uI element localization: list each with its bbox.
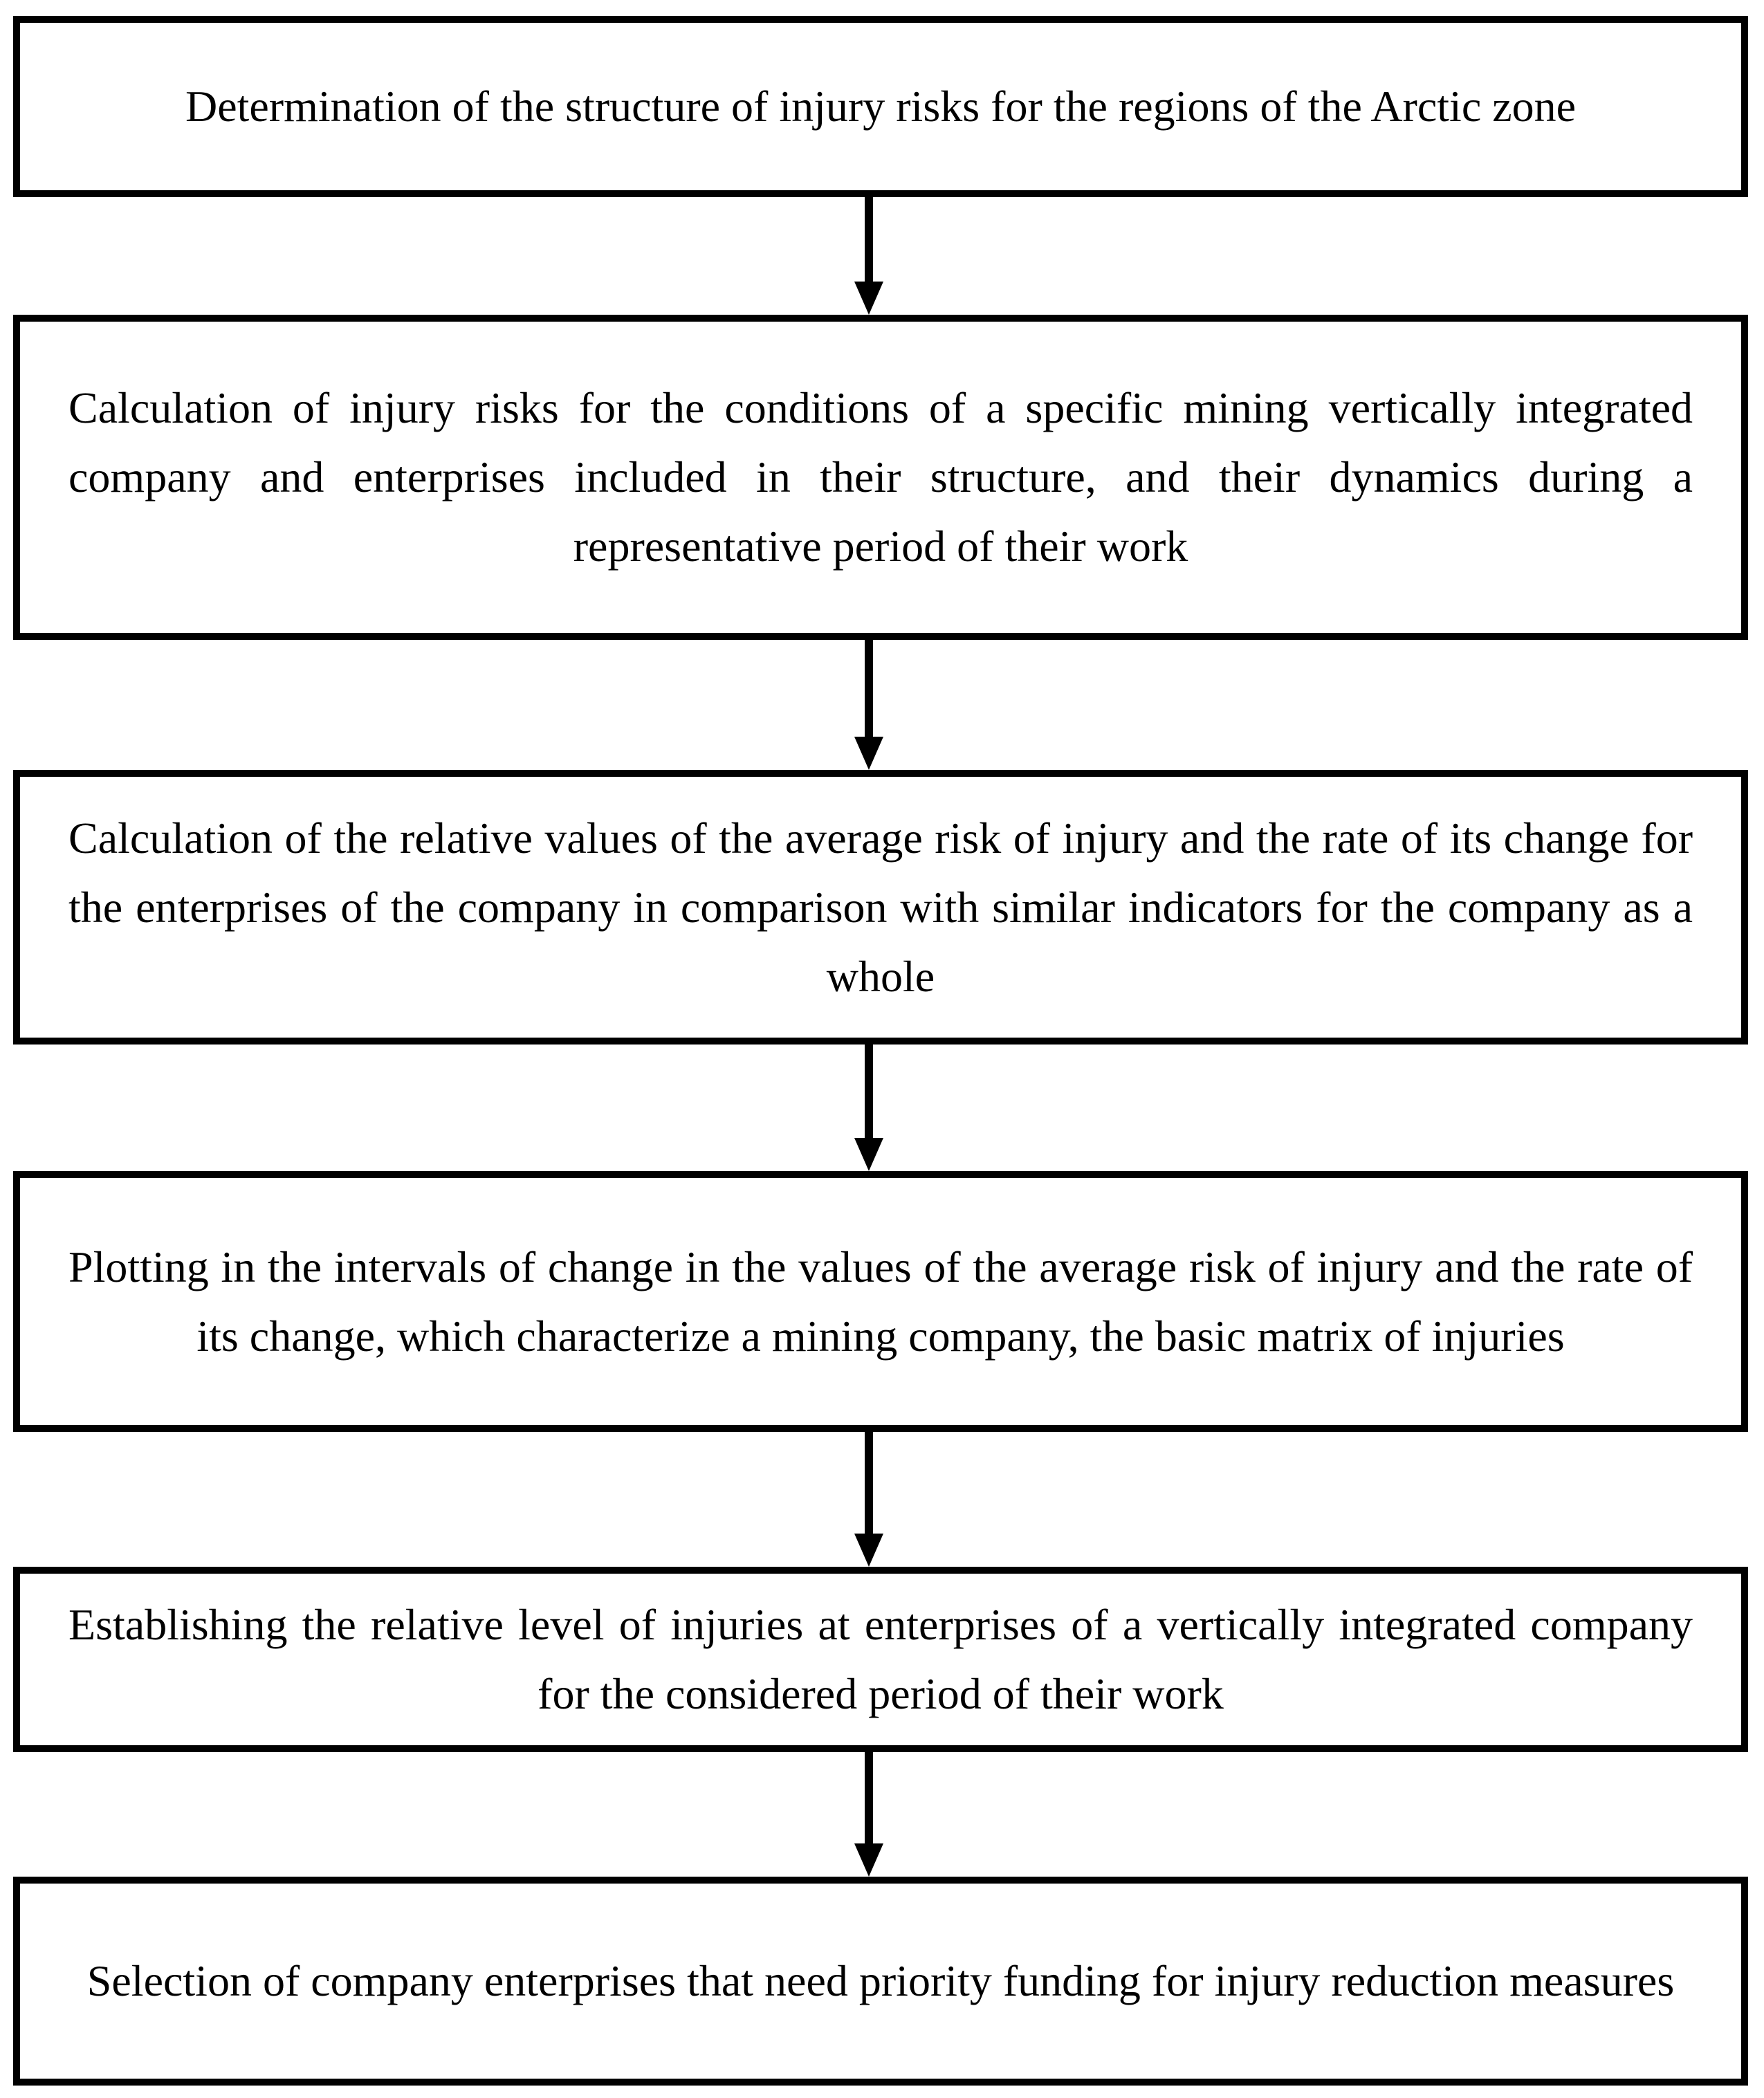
arrow-shaft bbox=[865, 197, 873, 282]
arrow-head bbox=[854, 737, 883, 770]
arrow-shaft bbox=[865, 1432, 873, 1534]
step-6-text: Selection of company enterprises that ne… bbox=[86, 1956, 1675, 2005]
down-arrow-icon bbox=[854, 1432, 883, 1567]
step-5-text: Establishing the relative level of injur… bbox=[68, 1600, 1693, 1718]
arrow-head bbox=[854, 1534, 883, 1567]
arrow-shaft bbox=[865, 1752, 873, 1843]
step-1-text: Determination of the structure of injury… bbox=[185, 82, 1577, 131]
down-arrow-icon bbox=[854, 197, 883, 315]
arrow-head bbox=[854, 282, 883, 315]
down-arrow-icon bbox=[854, 640, 883, 770]
down-arrow-icon bbox=[854, 1752, 883, 1877]
step-3-text: Calculation of the relative values of th… bbox=[68, 813, 1693, 1001]
step-4-text: Plotting in the intervals of change in t… bbox=[68, 1242, 1693, 1361]
down-arrow-icon bbox=[854, 1045, 883, 1171]
flowchart-step-3: Calculation of the relative values of th… bbox=[13, 770, 1748, 1045]
arrow-head bbox=[854, 1138, 883, 1171]
flowchart-step-5: Establishing the relative level of injur… bbox=[13, 1567, 1748, 1752]
step-2-text: Calculation of injury risks for the cond… bbox=[68, 383, 1693, 571]
flowchart-step-1: Determination of the structure of injury… bbox=[13, 16, 1748, 197]
flowchart-step-6: Selection of company enterprises that ne… bbox=[13, 1877, 1748, 2086]
arrow-head bbox=[854, 1843, 883, 1877]
flowchart-step-2: Calculation of injury risks for the cond… bbox=[13, 315, 1748, 640]
flowchart-step-4: Plotting in the intervals of change in t… bbox=[13, 1171, 1748, 1432]
arrow-shaft bbox=[865, 640, 873, 737]
arrow-shaft bbox=[865, 1045, 873, 1138]
